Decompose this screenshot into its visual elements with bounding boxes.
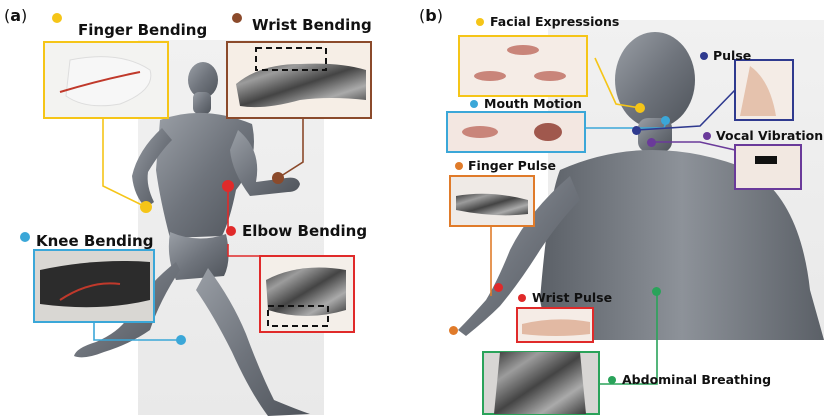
mouth-motion-legend-dot [470,100,478,108]
wrist-pulse-label: Wrist Pulse [532,290,612,305]
facial-expressions-legend-dot [476,18,484,26]
pulse-legend-dot [700,52,708,60]
wrist-bending-marker [272,172,284,184]
wrist-pulse-legend-dot [518,294,526,302]
finger-bending-label: Finger Bending [78,21,207,39]
finger-bending-marker [140,201,152,213]
mouth-motion-label: Mouth Motion [484,96,582,111]
abdominal-breathing-legend-dot [608,376,616,384]
wrist-pulse-marker [494,283,503,292]
knee-bending-marker [176,335,186,345]
vocal-vibration-legend-dot [703,132,711,140]
pulse-marker [632,126,641,135]
finger-bending-legend-dot [52,13,62,23]
facial-expressions-marker [635,103,645,113]
mouth-motion-marker [661,116,670,125]
elbow-bending-marker [222,180,234,192]
wrist-bending-label: Wrist Bending [252,16,372,34]
vocal-vibration-label: Vocal Vibration [716,128,823,143]
abdominal-breathing-marker [652,287,661,296]
abdominal-breathing-label: Abdominal Breathing [622,372,771,387]
wrist-bending-legend-dot [232,13,242,23]
vocal-vibration-marker [647,138,656,147]
knee-bending-label: Knee Bending [36,232,153,250]
facial-expressions-label: Facial Expressions [490,14,619,29]
pulse-label: Pulse [713,48,751,63]
finger-pulse-label: Finger Pulse [468,158,556,173]
finger-pulse-legend-dot [455,162,463,170]
knee-bending-legend-dot [20,232,30,242]
finger-pulse-marker [449,326,458,335]
elbow-bending-legend-dot [226,226,236,236]
vocal-vibration-photo [735,145,801,189]
elbow-bending-label: Elbow Bending [242,222,367,240]
